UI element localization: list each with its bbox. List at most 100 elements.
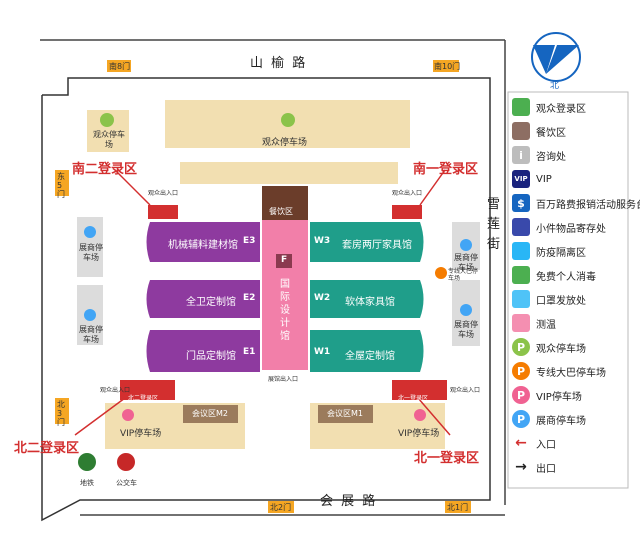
gate-south10-marker (433, 60, 459, 72)
meeting-room-m2 (183, 405, 238, 423)
legend-item: VIP VIP (512, 169, 552, 189)
legend-item: 观众登录区 (512, 97, 586, 117)
hall-w2-name: 软体家具馆 (345, 297, 395, 308)
hall-center-name: 国际设计馆 (280, 279, 290, 342)
hall-e3-name: 机械辅料建材馆 (168, 240, 238, 251)
hall-center-f-badge (276, 254, 292, 268)
parking-vip-left-label: VIP停车场 (120, 429, 162, 439)
parking-exhibitor-right: 展商停车场 (454, 253, 478, 272)
legend-item: $百万路费报销活动服务台 (512, 193, 640, 213)
gate-east5-marker (55, 170, 69, 196)
callout-north2-arrow (74, 397, 126, 436)
parking-exhibitor-left-2: 展商停车场 (79, 325, 103, 344)
legend-label: 出口 (536, 463, 556, 475)
hall-w2 (310, 280, 424, 318)
obs-entrance-north2: 观众出入口 (100, 387, 131, 394)
legend-label: 观众停车场 (536, 343, 586, 355)
bus-label: 公交车 (116, 479, 137, 487)
registration-south1-box (392, 205, 422, 219)
meeting-m2-label: 会议区M2 (192, 409, 228, 418)
parking-vip-right-icon (414, 409, 426, 421)
road-south-label: 会 展 路 (320, 494, 378, 509)
legend-label: VIP停车场 (536, 391, 582, 403)
legend-label: 防疫隔离区 (536, 247, 586, 259)
registration-north1-box (392, 380, 447, 400)
vip-icon: VIP (512, 170, 530, 188)
legend-item: P 观众停车场 (512, 337, 586, 357)
legend-label: 观众登录区 (536, 103, 586, 115)
bus-icon (117, 453, 135, 471)
dining-icon (512, 122, 530, 140)
legend-frame (507, 91, 629, 489)
parking-exhibitor-left2-icon (84, 309, 96, 321)
registration-south2-callout: 南二登录区 (72, 162, 138, 177)
hall-e3-code: E3 (243, 236, 256, 246)
legend-label: 口罩发放处 (536, 295, 586, 307)
legend-label: 测温 (536, 319, 556, 331)
meeting-room-m1 (318, 405, 373, 423)
gate-south8-marker (107, 60, 131, 72)
legend-label: 入口 (536, 439, 556, 451)
audience-parking-icon: P (512, 338, 530, 356)
gate-north1-marker (445, 501, 471, 513)
parking-exhibitor-left-icon (84, 226, 96, 238)
parking-bus-icon (435, 267, 447, 279)
parking-vip-right-label: VIP停车场 (398, 429, 440, 439)
hall-e1-code: E1 (243, 347, 256, 357)
hall-e1 (146, 330, 260, 372)
hall-e2 (146, 280, 260, 318)
gate-north3-marker (55, 398, 69, 424)
hall-w3-code: W3 (314, 236, 331, 246)
parking-bus-label: 专线大巴停车场 (448, 268, 479, 282)
registration-north2-box (120, 380, 175, 400)
bus-parking-icon: P (512, 362, 530, 380)
hall-w1 (310, 330, 424, 372)
hall-center-code: F (281, 255, 288, 265)
obs-entrance-north1: 观众出入口 (450, 387, 481, 394)
exit-icon: → (515, 459, 527, 475)
gate-south8: 南8门 (109, 62, 131, 71)
legend-item: 测温 (512, 313, 556, 333)
dining-area (262, 186, 308, 220)
north-strip (180, 162, 398, 184)
parking-vip-left-icon (122, 409, 134, 421)
hall-w1-name: 全屋定制馆 (345, 351, 395, 362)
hall-center (262, 220, 308, 370)
legend-label: 咨询处 (536, 151, 566, 163)
dining-label: 餐饮区 (269, 207, 293, 216)
meeting-m1-label: 会议区M1 (327, 409, 363, 418)
metro-icon (78, 453, 96, 471)
parking-exhibitor-right-icon (460, 239, 472, 251)
callout-south1-arrow (419, 169, 446, 206)
mask-icon (512, 290, 530, 308)
gate-north2: 北2门 (270, 503, 292, 512)
reimburse-icon: $ (512, 194, 530, 212)
gate-north2-marker (268, 501, 294, 513)
quarantine-icon (512, 242, 530, 260)
site-boundary (41, 77, 491, 522)
compass-ring (531, 32, 581, 82)
legend-label: VIP (536, 173, 552, 185)
parking-small-icon (100, 113, 114, 127)
parking-exhibitor-left: 展商停车场 (79, 243, 103, 262)
parking-main-icon (281, 113, 295, 127)
hall-e3 (146, 222, 260, 262)
obs-entrance-south1: 观众出入口 (392, 190, 423, 197)
callout-south2-arrow (114, 169, 151, 206)
parking-small-label: 观众停车场 (93, 130, 125, 149)
compass-label: 北 (550, 81, 560, 91)
road-east-label: 雪 莲 街 (487, 197, 501, 252)
hall-w1-code: W1 (314, 347, 331, 357)
gate-north3: 北3门 (57, 400, 65, 427)
legend-label: 小件物品寄存处 (536, 223, 606, 235)
entrance-icon: ← (515, 435, 527, 451)
parking-main-label: 观众停车场 (262, 138, 308, 148)
registration-north1-tag: 北一登录区 (398, 395, 429, 402)
legend-item: ← 入口 (512, 433, 556, 453)
legend-label: 展商停车场 (536, 415, 586, 427)
center-entrance-label: 展馆出入口 (268, 376, 299, 383)
legend-label: 免费个人消毒 (536, 271, 596, 283)
hall-e1-name: 门品定制馆 (186, 351, 236, 362)
